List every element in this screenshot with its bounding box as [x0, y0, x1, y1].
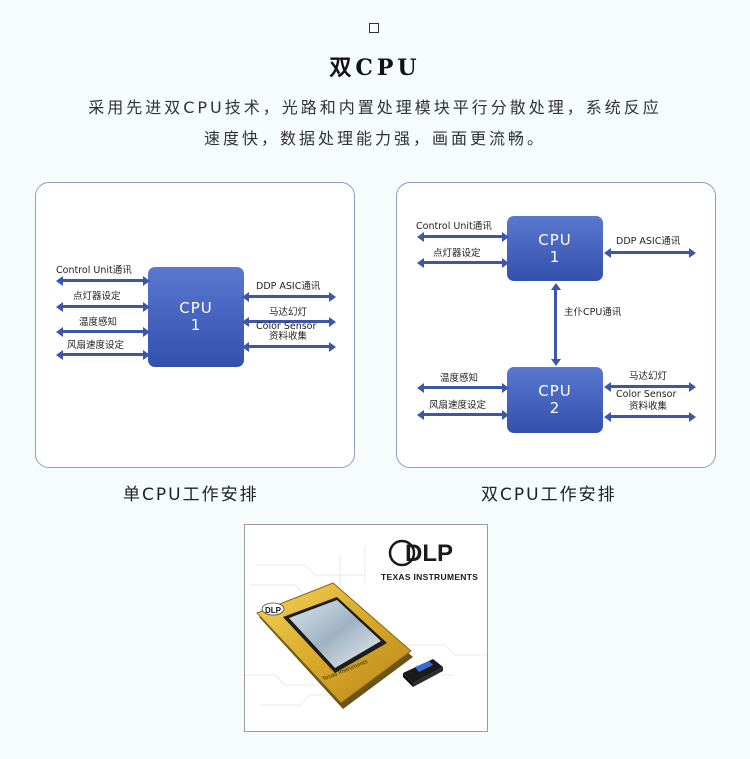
dual-cpu2-left-label-1: 温度感知	[440, 373, 479, 384]
single-right-label-2: 马达幻灯	[269, 307, 308, 318]
single-left-label-3: 温度感知	[79, 317, 118, 328]
single-right-arrow-2	[242, 316, 336, 327]
dual-cpu2-right-label-1: 马达幻灯	[629, 371, 668, 382]
single-right-label-1: DDP ASIC通讯	[256, 281, 321, 292]
description-line-1: 采用先进双CPU技术，光路和内置处理模块平行分散处理，系统反应	[88, 98, 662, 117]
dual-cpu2-number: 2	[549, 399, 561, 417]
single-left-label-1: Control Unit通讯	[56, 265, 132, 276]
texas-instruments-brand: TEXAS INSTRUMENTS	[381, 572, 478, 582]
single-left-label-4: 风扇速度设定	[67, 340, 125, 351]
single-left-arrow-2	[56, 301, 150, 312]
dual-cpu-diagram-panel: CPU 1 CPU 2 Control Unit通讯 点灯器设定 DDP ASI…	[396, 182, 716, 468]
dlp-chip-illustration: DLP TEXAS INSTRUMENTS DLP Texas Instrume…	[245, 525, 487, 731]
dual-cpu2-left-arrow-1	[417, 382, 509, 393]
single-right-arrow-3	[242, 341, 336, 352]
single-cpu-caption: 单CPU工作安排	[123, 485, 259, 505]
dual-cpu1-left-arrow-2	[417, 257, 509, 268]
dual-cpu2-label: CPU	[538, 382, 572, 400]
description-line-2: 速度快，数据处理能力强，画面更流畅。	[203, 129, 546, 148]
section-title: 双CPU	[329, 55, 421, 81]
dual-cpu2-block: CPU 2	[507, 367, 603, 433]
dual-cpu2-left-arrow-2	[417, 409, 509, 420]
dual-cpu1-left-label-1: Control Unit通讯	[416, 221, 492, 232]
chip-dlp-badge: DLP	[265, 606, 282, 615]
single-cpu-block: CPU 1	[148, 267, 244, 367]
dual-cpu2-right-label-3: 资料收集	[629, 401, 668, 412]
single-left-arrow-4	[56, 349, 150, 360]
single-right-label-3: Color Sensor	[256, 321, 317, 332]
dual-cpu2-right-label-2: Color Sensor	[616, 389, 677, 400]
dual-cpu1-right-label-1: DDP ASIC通讯	[616, 236, 681, 247]
dlp-chip-photo: DLP TEXAS INSTRUMENTS DLP Texas Instrume…	[244, 524, 488, 732]
dual-cpu-caption: 双CPU工作安排	[481, 485, 617, 505]
single-right-arrow-1	[242, 291, 336, 302]
dual-cpu2-left-label-2: 风扇速度设定	[429, 400, 487, 411]
single-right-label-4: 资料收集	[269, 331, 308, 342]
single-left-label-2: 点灯器设定	[73, 291, 121, 302]
dual-cpu1-number: 1	[549, 247, 561, 266]
single-left-arrow-1	[56, 275, 150, 286]
single-cpu-number: 1	[190, 316, 202, 334]
single-cpu-diagram-panel: CPU 1 Control Unit通讯 点灯器设定 温度感知 风扇速度设定 D…	[35, 182, 355, 468]
single-cpu-label: CPU	[179, 299, 213, 317]
section-marker-icon	[369, 23, 379, 33]
dual-cpu2-right-arrow-1	[604, 381, 696, 392]
dual-link-label: 主仆CPU通讯	[564, 307, 622, 318]
dlp-logo-text: DLP	[405, 540, 453, 567]
section-description: 采用先进双CPU技术，光路和内置处理模块平行分散处理，系统反应 速度快，数据处理…	[40, 92, 710, 154]
dual-cpu1-block: CPU 1	[507, 216, 603, 281]
dual-cpu2-right-arrow-2	[604, 411, 696, 422]
single-left-arrow-3	[56, 326, 150, 337]
dual-cpu1-left-arrow-1	[417, 231, 509, 242]
dual-cpu1-left-label-2: 点灯器设定	[433, 248, 481, 259]
dual-cpu1-label: CPU	[538, 230, 572, 249]
dual-cpu1-right-arrow-1	[604, 247, 696, 258]
dual-link-arrow	[550, 283, 561, 366]
